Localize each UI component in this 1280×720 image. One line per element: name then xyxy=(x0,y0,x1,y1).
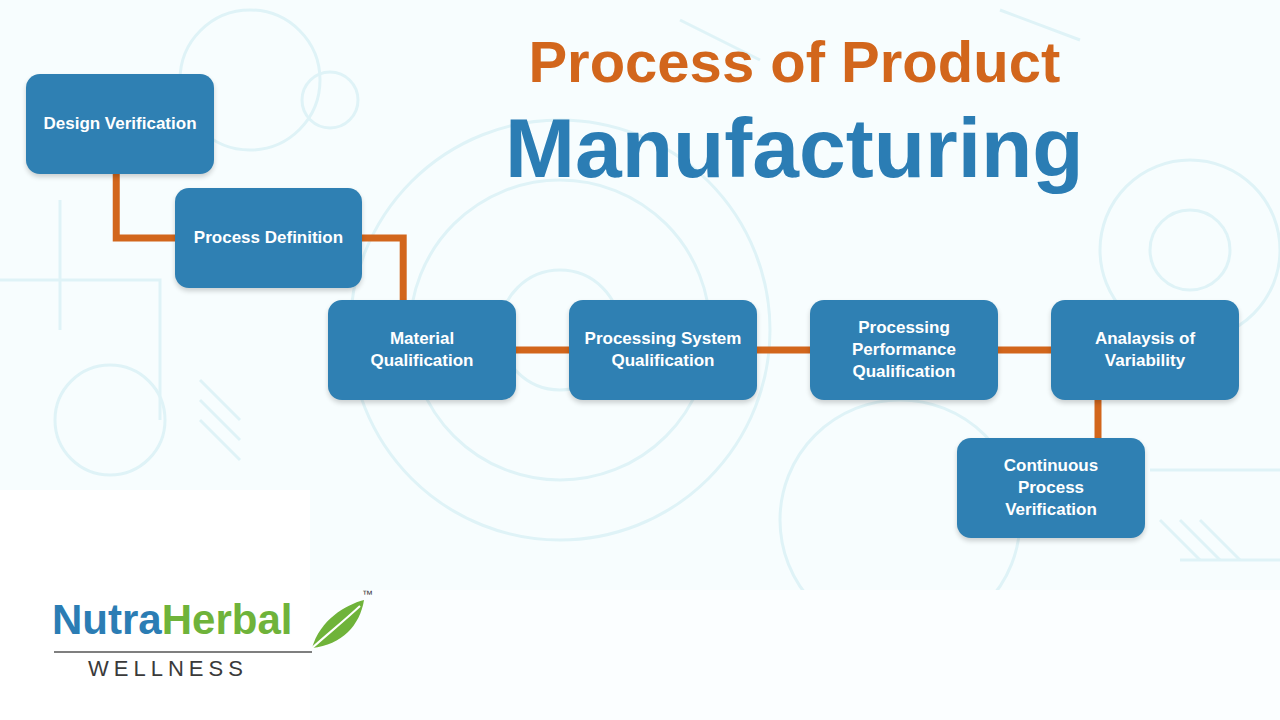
connector-line xyxy=(1095,400,1102,438)
process-box: Design Verification xyxy=(26,74,214,174)
connector-line xyxy=(362,238,403,300)
logo-word: Herbal xyxy=(162,596,293,644)
box-label: Process Definition xyxy=(194,227,343,249)
process-box: Process Definition xyxy=(175,188,362,288)
box-label: Processing Performance Qualification xyxy=(824,317,984,383)
logo-tagline: WELLNESS xyxy=(88,656,248,682)
process-box: Processing System Qualification xyxy=(569,300,757,400)
box-label: Design Verification xyxy=(43,113,196,135)
box-label: Material Qualification xyxy=(342,328,502,372)
connector-line xyxy=(516,347,569,354)
box-label: Analaysis of Variability xyxy=(1065,328,1225,372)
connector-line xyxy=(116,174,175,238)
logo-word: Nutra xyxy=(52,596,162,644)
connector-line xyxy=(998,347,1051,354)
logo-rule xyxy=(54,651,312,653)
process-box: Analaysis of Variability xyxy=(1051,300,1239,400)
process-box: Material Qualification xyxy=(328,300,516,400)
leaf-logo xyxy=(312,600,364,648)
process-box: Processing Performance Qualification xyxy=(810,300,998,400)
box-label: Processing System Qualification xyxy=(583,328,743,372)
connector-line xyxy=(757,347,810,354)
box-label: Continuous Process Verification xyxy=(971,455,1131,521)
trademark: ™ xyxy=(362,588,373,600)
title-line: Manufacturing xyxy=(505,100,1084,197)
title-line: Process of Product xyxy=(528,28,1060,95)
process-box: Continuous Process Verification xyxy=(957,438,1145,538)
